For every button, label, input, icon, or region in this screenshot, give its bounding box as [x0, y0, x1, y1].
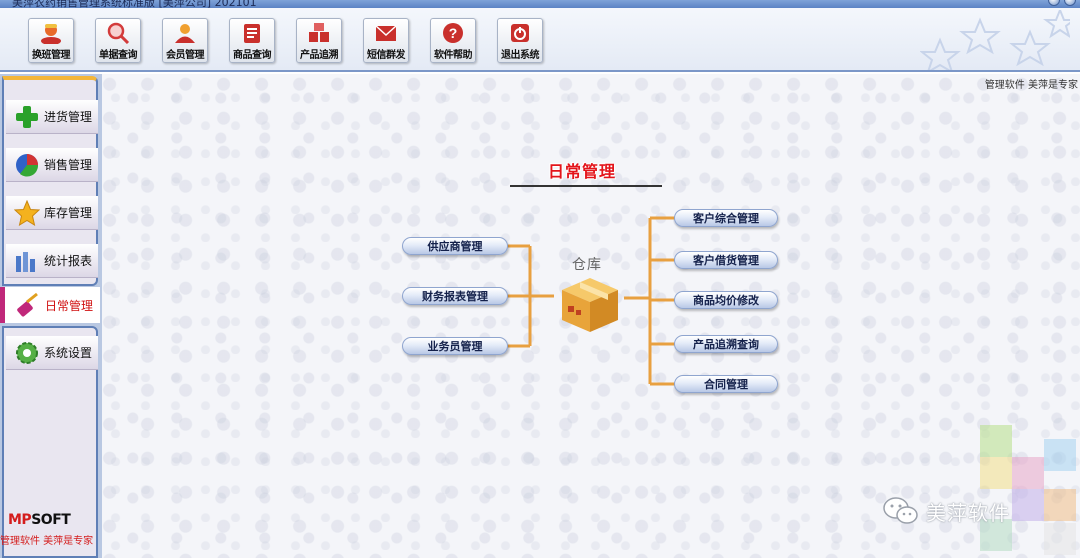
- product-average-price-edit-button[interactable]: 商品均价修改: [674, 291, 778, 309]
- top-slogan: 管理软件 美萍是专家: [984, 80, 1078, 91]
- nav-item-label: 销售管理: [44, 158, 93, 172]
- software-help-button[interactable]: ? 软件帮助: [430, 18, 476, 63]
- main-content: 管理软件 美萍是专家 日常管理 供应商管理 财务报表管理 业务员管理 仓库: [102, 74, 1080, 558]
- watermark: 美萍软件: [882, 496, 1010, 526]
- product-query-button[interactable]: 商品查询: [229, 18, 275, 63]
- minimize-button[interactable]: [1048, 0, 1060, 6]
- svg-text:?: ?: [449, 25, 458, 41]
- page-title: 日常管理: [548, 162, 617, 181]
- envelope-icon: [375, 25, 397, 41]
- plus-icon: [16, 105, 38, 128]
- nav-item-inventory[interactable]: 库存管理: [6, 196, 98, 230]
- exit-system-button[interactable]: 退出系统: [497, 18, 543, 63]
- star-icon: [14, 199, 40, 226]
- flow-connectors: [506, 216, 676, 386]
- help-icon: ?: [443, 23, 463, 43]
- warehouse-label: 仓库: [572, 257, 602, 273]
- salesperson-management-button[interactable]: 业务员管理: [402, 337, 508, 355]
- user-shift-icon: [41, 24, 61, 44]
- supplier-management-button[interactable]: 供应商管理: [402, 237, 508, 255]
- toolbar-label: 换班管理: [32, 50, 71, 61]
- product-trace-button[interactable]: 产品追溯: [296, 18, 342, 63]
- toolbar-label: 软件帮助: [434, 50, 473, 61]
- toolbar-label: 退出系统: [501, 50, 540, 61]
- nav-item-purchase[interactable]: 进货管理: [6, 100, 98, 134]
- gear-icon: [16, 341, 38, 364]
- bill-query-button[interactable]: 单据查询: [95, 18, 141, 63]
- shift-management-button[interactable]: 换班管理: [28, 18, 74, 63]
- customer-loan-management-button[interactable]: 客户借货管理: [674, 251, 778, 269]
- contract-management-button[interactable]: 合同管理: [674, 375, 778, 393]
- left-slogan: 管理软件 美萍是专家: [0, 536, 94, 547]
- nav-panel-top: 进货管理 销售管理 库存管理 统计报表: [2, 76, 98, 286]
- nav-item-system-settings[interactable]: 系统设置: [6, 336, 98, 370]
- close-button[interactable]: [1064, 0, 1076, 6]
- toolbar-label: 短信群发: [367, 50, 406, 61]
- window-controls: [1048, 0, 1076, 6]
- star-decoration-icon: [920, 10, 1070, 70]
- toolbar: 换班管理 单据查询 会员管理 商品查询: [0, 8, 1080, 72]
- warehouse-box-icon[interactable]: [560, 276, 620, 334]
- customer-comprehensive-management-button[interactable]: 客户综合管理: [674, 209, 778, 227]
- nav-item-label: 统计报表: [44, 254, 93, 268]
- nav-item-label: 日常管理: [45, 298, 94, 313]
- nav-panel-bottom: 系统设置: [2, 326, 98, 558]
- member-management-button[interactable]: 会员管理: [162, 18, 208, 63]
- title-bar: 美萍农药销售管理系统标准版 [美萍公司] 202101: [0, 0, 1080, 8]
- clipboard-icon: [244, 24, 260, 43]
- nav-item-label: 进货管理: [44, 110, 93, 124]
- financial-report-management-button[interactable]: 财务报表管理: [402, 287, 508, 305]
- sms-broadcast-button[interactable]: 短信群发: [363, 18, 409, 63]
- window-title: 美萍农药销售管理系统标准版 [美萍公司] 202101: [12, 0, 257, 8]
- toolbar-label: 产品追溯: [300, 50, 339, 61]
- product-trace-query-button[interactable]: 产品追溯查询: [674, 335, 778, 353]
- nav-item-daily-management[interactable]: 日常管理: [0, 287, 100, 323]
- member-icon: [175, 24, 195, 43]
- toolbar-buttons: 换班管理 单据查询 会员管理 商品查询: [28, 18, 564, 63]
- toolbar-label: 商品查询: [233, 50, 272, 61]
- wechat-icon: [883, 497, 918, 524]
- pie-icon: [16, 153, 39, 177]
- nav-item-sales[interactable]: 销售管理: [6, 148, 98, 182]
- bar-chart-icon: [16, 251, 35, 272]
- nav-item-label: 库存管理: [44, 206, 93, 220]
- watermark-text: 美萍软件: [926, 500, 1010, 525]
- magnifier-icon: [107, 22, 130, 44]
- cubes-decoration-icon: [980, 425, 1076, 555]
- company-logo: MPSOFT: [8, 512, 71, 528]
- nav-item-reports[interactable]: 统计报表: [6, 244, 98, 278]
- brush-icon: [17, 292, 38, 317]
- left-navigation: 进货管理 销售管理 库存管理 统计报表: [0, 74, 102, 558]
- power-icon: [511, 24, 529, 42]
- title-divider: [510, 185, 662, 187]
- blocks-icon: [309, 23, 329, 42]
- toolbar-label: 单据查询: [99, 50, 138, 61]
- toolbar-label: 会员管理: [166, 50, 205, 61]
- nav-item-label: 系统设置: [44, 346, 93, 360]
